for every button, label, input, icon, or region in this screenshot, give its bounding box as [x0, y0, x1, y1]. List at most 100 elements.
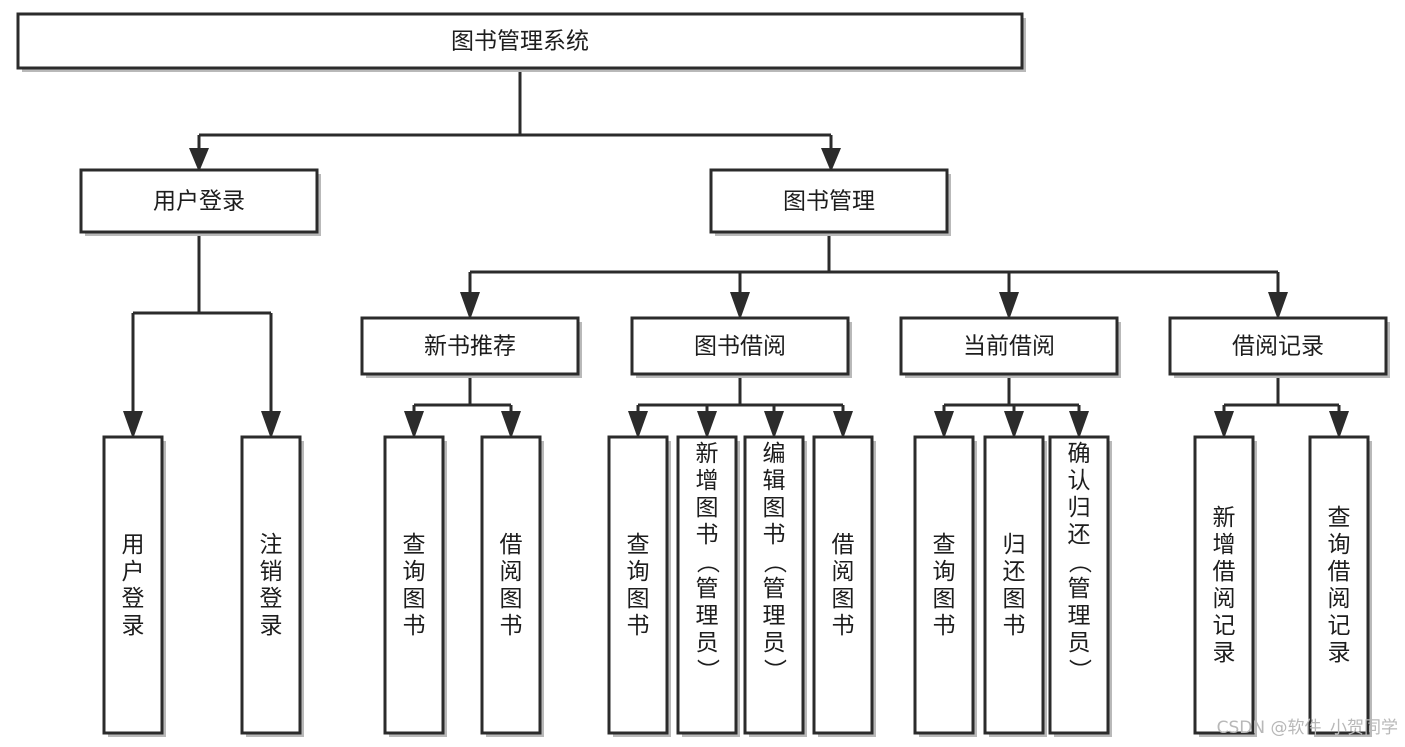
node-user-login[interactable]: 用户登录: [79, 168, 321, 236]
node-rect[interactable]: [102, 435, 164, 735]
node-label-char: 确: [1068, 441, 1091, 467]
node-label-char: 图: [696, 495, 719, 521]
node-label-char: 询: [1328, 532, 1351, 558]
node-rect[interactable]: [1193, 435, 1255, 735]
node-label-char: 询: [627, 559, 650, 585]
arrow-to-leaf-borrow-book-1: [501, 411, 521, 439]
node-label-char: 编: [763, 441, 786, 467]
arrow-to-leaf-user-login: [123, 411, 143, 439]
node-rect[interactable]: [1168, 316, 1388, 376]
node-label-char: 图: [403, 586, 426, 612]
node-label-char: 录: [260, 613, 283, 639]
node-label-char: 记: [1213, 613, 1236, 639]
node-label: 图书管理: [783, 189, 875, 215]
node-label: 图书管理系统: [451, 29, 589, 55]
node-label: 新书推荐: [424, 334, 516, 360]
node-rect[interactable]: [983, 435, 1045, 735]
edge-current-borrow-to-bus: [942, 374, 1081, 415]
node-rect[interactable]: [899, 316, 1119, 376]
node-label-char: 图: [763, 495, 786, 521]
node-label-char: 归: [1068, 495, 1091, 521]
csdn-watermark: CSDN @软件_小贺同学: [1217, 718, 1398, 738]
node-label-char: 图: [1003, 586, 1026, 612]
node-rect[interactable]: [709, 168, 949, 234]
node-label-char: 书: [500, 613, 523, 639]
node-rect[interactable]: [79, 168, 319, 234]
node-label-char: 阅: [500, 559, 523, 585]
node-rect[interactable]: [743, 435, 805, 735]
node-label-char: 理: [1068, 603, 1091, 629]
node-label-char: 询: [933, 559, 956, 585]
node-label-char: 书: [1003, 613, 1026, 639]
node-rect[interactable]: [1048, 435, 1110, 735]
node-label-char: 还: [1003, 559, 1026, 585]
node-label-char: 阅: [1328, 586, 1351, 612]
node-rect[interactable]: [16, 12, 1024, 70]
arrow-to-leaf-add-book-admin: [697, 411, 717, 439]
node-label-char: 书: [832, 613, 855, 639]
node-rect[interactable]: [480, 435, 542, 735]
node-label-char: 书: [403, 613, 426, 639]
node-label-char: （: [1066, 551, 1092, 574]
node-book-borrow[interactable]: 图书借阅: [630, 316, 852, 378]
node-label-char: 认: [1068, 468, 1091, 494]
node-label-char: 借: [500, 532, 523, 558]
node-rect[interactable]: [812, 435, 874, 735]
node-label-char: 询: [403, 559, 426, 585]
node-label-char: 录: [122, 613, 145, 639]
arrow-to-leaf-borrow-book-2: [833, 411, 853, 439]
node-label-char: 新: [696, 441, 719, 467]
node-label-char: 借: [1213, 559, 1236, 585]
node-label-char: 阅: [1213, 586, 1236, 612]
arrow-to-book-borrow: [730, 292, 750, 320]
node-leaf-user-login[interactable]: 用户登录: [102, 435, 166, 737]
node-book-manage[interactable]: 图书管理: [709, 168, 951, 236]
node-rect[interactable]: [383, 435, 445, 735]
node-current-borrow[interactable]: 当前借阅: [899, 316, 1121, 378]
node-label-char: 注: [260, 532, 283, 558]
node-rect[interactable]: [913, 435, 975, 735]
node-label-char: 借: [832, 532, 855, 558]
node-rect[interactable]: [607, 435, 669, 735]
node-rect[interactable]: [676, 435, 738, 735]
arrow-to-leaf-return-book: [1004, 411, 1024, 439]
arrow-to-leaf-query-borrow-record: [1329, 411, 1349, 439]
node-label-char: 查: [933, 532, 956, 558]
node-borrow-record[interactable]: 借阅记录: [1168, 316, 1390, 378]
node-label-char: 户: [122, 559, 145, 585]
node-label-char: 员: [1068, 630, 1091, 656]
edge-borrow-record-to-bus: [1222, 374, 1341, 415]
node-label-char: 录: [1213, 640, 1236, 666]
node-label-char: 图: [500, 586, 523, 612]
node-label: 图书借阅: [694, 334, 786, 360]
node-label-char: 查: [627, 532, 650, 558]
edge-root-to-bus: [197, 68, 833, 152]
node-rect[interactable]: [240, 435, 302, 735]
node-root[interactable]: 图书管理系统: [16, 12, 1026, 72]
arrow-to-leaf-confirm-return-admin: [1069, 411, 1089, 439]
node-label-char: 书: [627, 613, 650, 639]
node-rect[interactable]: [1308, 435, 1370, 735]
arrow-to-new-book-recommend: [460, 292, 480, 320]
edge-user-login-to-bus: [131, 232, 273, 415]
node-new-book-recommend[interactable]: 新书推荐: [360, 316, 582, 378]
node-label-char: 归: [1003, 532, 1026, 558]
node-label-char: 管: [696, 576, 719, 602]
node-rect[interactable]: [630, 316, 850, 376]
node-label: 用户登录: [153, 189, 245, 215]
node-rect[interactable]: [360, 316, 580, 376]
arrow-to-leaf-user-logout: [261, 411, 281, 439]
